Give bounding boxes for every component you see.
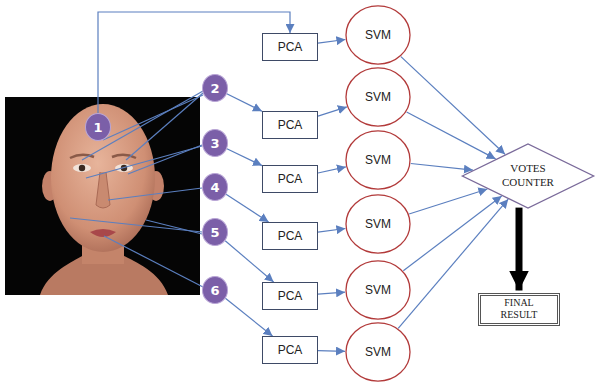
flow-arrow <box>409 189 487 214</box>
shape-outline <box>346 195 410 253</box>
node-label: PCA <box>278 229 303 243</box>
flow-arrow <box>411 164 473 171</box>
node-label: PCA <box>278 172 303 186</box>
node-label: PCA <box>278 40 303 54</box>
node-label: 2 <box>210 81 219 96</box>
process-box: PCA <box>262 222 318 250</box>
callout-number: 5 <box>202 218 228 246</box>
process-box: PCA <box>262 111 318 139</box>
flow-arrow <box>318 40 345 44</box>
node-label: VOTES COUNTER <box>497 162 559 190</box>
result-arrow <box>516 208 523 291</box>
shape-outline <box>346 68 410 126</box>
shape-outline <box>462 144 593 208</box>
shape-outline <box>346 6 410 64</box>
node-label: SVM <box>365 153 391 167</box>
process-box: PCA <box>262 165 318 193</box>
node-label: SVM <box>365 345 391 359</box>
flow-arrow <box>318 350 345 352</box>
flow-arrow <box>318 292 345 294</box>
flow-arrow <box>227 149 262 166</box>
node-label: 4 <box>210 180 219 195</box>
node-label: 6 <box>210 283 219 298</box>
decision-diamond: VOTES COUNTER <box>461 143 595 209</box>
classifier-circle: SVM <box>345 5 411 65</box>
callout-number: 6 <box>202 276 228 304</box>
flow-arrow <box>318 167 346 173</box>
node-label: PCA <box>278 343 303 357</box>
callout-number: 2 <box>202 74 228 102</box>
classifier-circle: SVM <box>345 260 411 320</box>
shape-outline <box>346 323 410 381</box>
callout-number: 1 <box>85 113 111 141</box>
process-box: PCA <box>262 282 318 310</box>
classifier-circle: SVM <box>345 67 411 127</box>
flow-arrow <box>401 57 505 155</box>
shape-outline <box>346 131 410 189</box>
flow-arrow <box>318 107 347 116</box>
node-label: PCA <box>278 118 303 132</box>
callout-number: 4 <box>202 173 228 201</box>
node-label: 5 <box>210 225 219 240</box>
process-box: PCA <box>262 33 318 61</box>
flow-arrow <box>403 196 501 271</box>
classifier-circle: SVM <box>345 322 411 382</box>
callout-number: 3 <box>202 129 228 157</box>
flow-arrow <box>407 112 496 159</box>
shape-outline <box>346 261 410 319</box>
flow-arrow <box>98 12 290 113</box>
node-label: SVM <box>365 217 391 231</box>
node-label: SVM <box>365 28 391 42</box>
flow-arrow <box>318 229 345 233</box>
flow-arrow <box>226 194 269 222</box>
node-label: SVM <box>365 90 391 104</box>
flow-arrow <box>227 94 262 111</box>
result-box: FINAL RESULT <box>478 293 560 326</box>
classifier-circle: SVM <box>345 130 411 190</box>
node-label: FINAL RESULT <box>494 297 544 322</box>
process-box: PCA <box>262 336 318 364</box>
node-label: SVM <box>365 283 391 297</box>
classifier-circle: SVM <box>345 194 411 254</box>
node-label: PCA <box>278 289 303 303</box>
node-label: 1 <box>93 120 102 135</box>
node-label: 3 <box>210 136 219 151</box>
